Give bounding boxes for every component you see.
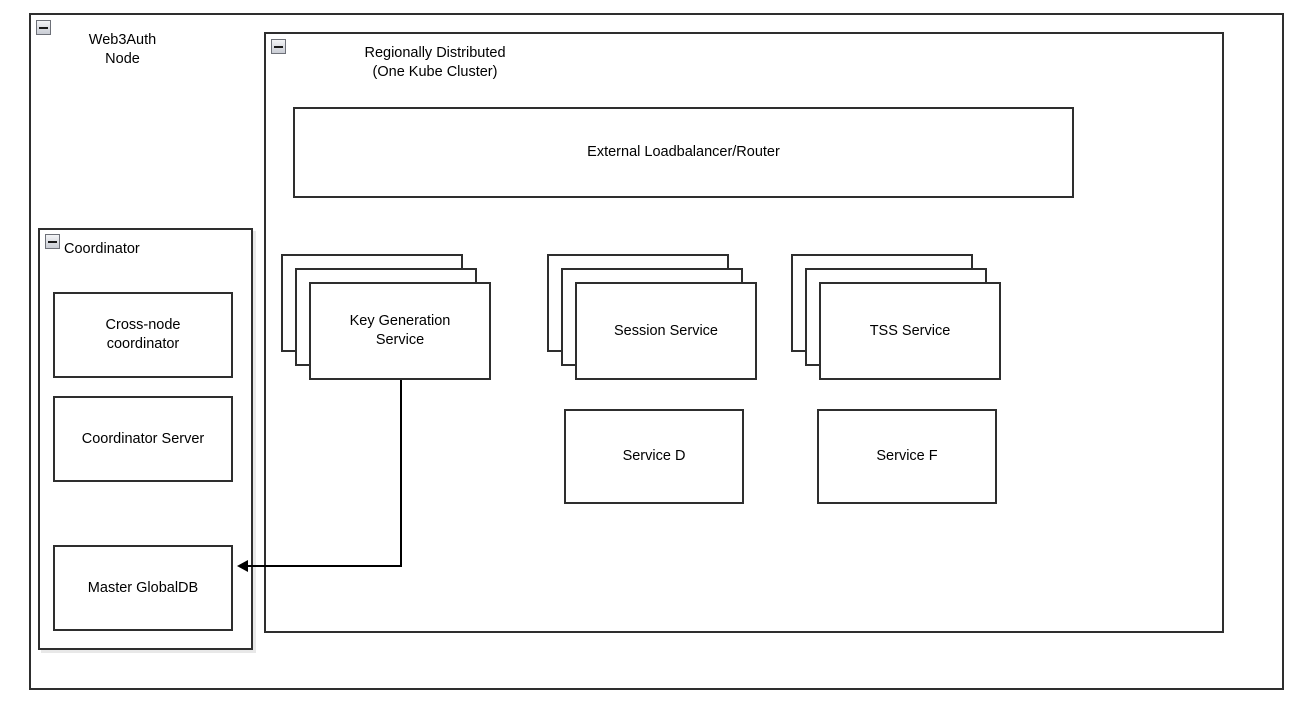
- tss-service-label: TSS Service: [869, 322, 951, 339]
- cross-node-coordinator-label: Cross-node coordinator: [105, 317, 181, 352]
- session-service-stack[interactable]: Session Service: [547, 254, 757, 380]
- coordinator-server-box[interactable]: Coordinator Server: [53, 396, 233, 482]
- coordinator-collapse-icon[interactable]: [45, 234, 60, 249]
- service-d-box[interactable]: Service D: [564, 409, 744, 504]
- connector-segment-vertical: [400, 380, 402, 567]
- external-loadbalancer-box[interactable]: External Loadbalancer/Router: [293, 107, 1074, 198]
- key-generation-service-instance-1[interactable]: Key Generation Service: [309, 282, 491, 380]
- service-d-label: Service D: [622, 448, 686, 464]
- external-loadbalancer-label: External Loadbalancer/Router: [587, 144, 780, 160]
- master-globaldb-label: Master GlobalDB: [87, 579, 199, 596]
- service-f-box[interactable]: Service F: [817, 409, 997, 504]
- web3auth-node-collapse-icon[interactable]: [36, 20, 51, 35]
- coordinator-server-label: Coordinator Server: [81, 430, 205, 447]
- service-f-label: Service F: [876, 448, 938, 464]
- regional-distributed-collapse-icon[interactable]: [271, 39, 286, 54]
- session-service-instance-1[interactable]: Session Service: [575, 282, 757, 380]
- cross-node-coordinator-box[interactable]: Cross-node coordinator: [53, 292, 233, 378]
- key-generation-service-stack[interactable]: Key Generation Service: [281, 254, 491, 380]
- tss-service-instance-1[interactable]: TSS Service: [819, 282, 1001, 380]
- connector-arrow-left-icon: [237, 560, 248, 572]
- key-generation-service-label: Key Generation Service: [349, 313, 451, 348]
- session-service-label: Session Service: [614, 322, 718, 339]
- connector-segment-horizontal: [248, 565, 402, 567]
- tss-service-stack[interactable]: TSS Service: [791, 254, 1001, 380]
- master-globaldb-box[interactable]: Master GlobalDB: [53, 545, 233, 631]
